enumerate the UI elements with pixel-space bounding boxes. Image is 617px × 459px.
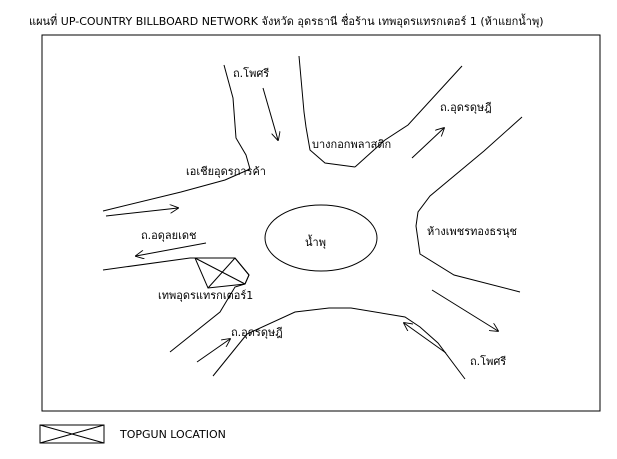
label-road-udondutsadi-top: ถ.อุดรดุษฎี [440, 101, 492, 114]
label-road-phosri-bottom: ถ.โพศรี [470, 355, 507, 368]
road-gold-shop-edge [415, 116, 523, 293]
label-thep-udon-tractor: เทพอุดรแทรกเตอร์1 [158, 289, 254, 302]
label-fountain: น้ำพุ [305, 236, 326, 249]
label-road-phosri-top: ถ.โพศรี [233, 67, 270, 80]
road-udondutsadi-top-edge [354, 65, 463, 168]
arrow-udondutsadi-bottom-inbound [196, 339, 230, 363]
arrow-phosri-southeast [431, 289, 498, 331]
traffic-arrows [105, 87, 498, 363]
arrow-east-inbound [105, 208, 178, 217]
legend-label: TOPGUN LOCATION [120, 428, 226, 441]
label-road-athibodi: ถ.อดุลยเดช [141, 229, 197, 242]
arrow-phosri-southbound [262, 87, 278, 140]
crossed-box-icon [39, 424, 105, 444]
road-phosri-top-right-edge [298, 55, 356, 168]
road-udondutsadi-bottom-edge [212, 333, 248, 377]
road-left-upper-edge [102, 168, 251, 212]
topgun-location-marker [194, 257, 250, 289]
map-frame [41, 34, 601, 412]
road-phosri-bottom-edge [246, 307, 466, 380]
arrow-udondutsadi-northeast [411, 128, 444, 159]
label-gold-shop: ห้างเพชรทองธรนุช [427, 225, 518, 238]
label-road-udondutsadi-bottom: ถ.อุดรดุษฎี [231, 326, 283, 339]
label-bangkok-plastic: บางกอกพลาสติก [312, 138, 392, 151]
fountain-circle [264, 204, 378, 272]
arrow-west-outbound [136, 242, 207, 256]
map-title: แผนที่ UP-COUNTRY BILLBOARD NETWORK จังห… [29, 15, 544, 28]
label-asia-udon-trade: เอเชียอุดรการค้า [186, 165, 266, 178]
arrow-phosri-northwest [404, 323, 447, 354]
road-phosri-top-left-edge [223, 64, 251, 170]
